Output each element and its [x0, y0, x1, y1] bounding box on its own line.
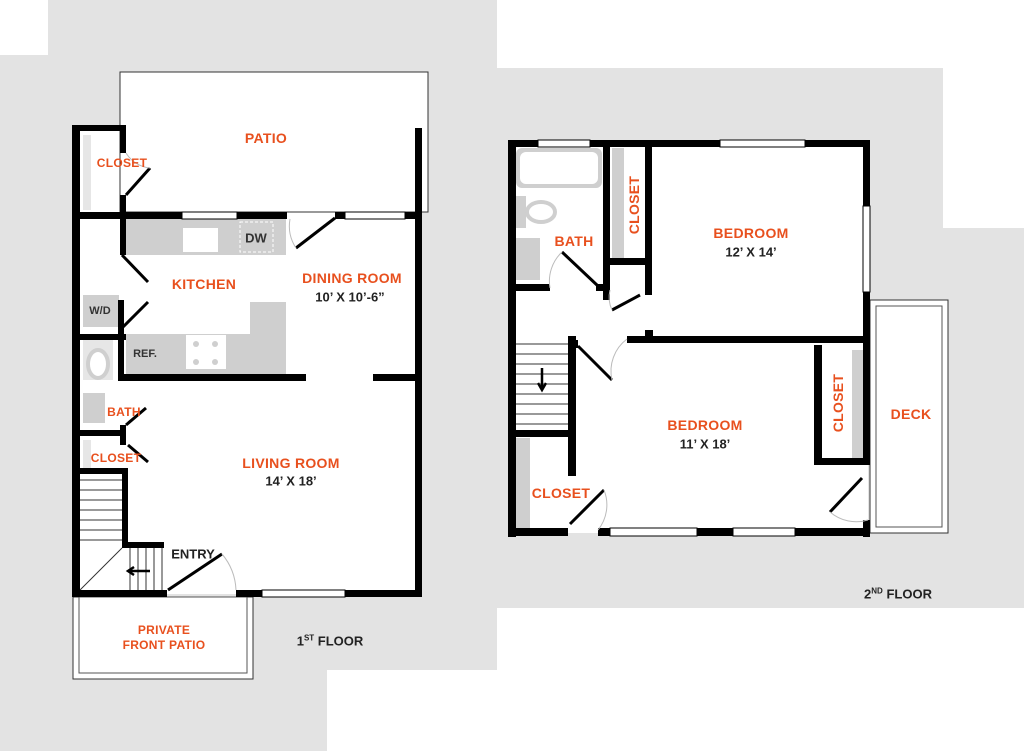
fixture-label-dishwasher: DW [245, 230, 267, 246]
fixture-label-washer-dryer: W/D [89, 305, 111, 317]
second-floor-title: 2ND FLOOR [864, 586, 932, 601]
room-label-private-front-patio-line2: FRONT PATIO [122, 638, 206, 652]
bedroom-dimensions: 12’ X 14’ [725, 244, 777, 260]
room-label-patio: PATIO [244, 130, 288, 146]
room-label-bedroom: BEDROOM [713, 225, 789, 241]
room-label-closet: CLOSET [96, 156, 148, 170]
first-floor-plan [72, 71, 429, 680]
patio-area [119, 71, 429, 213]
room-label-living-room: LIVING ROOM [242, 455, 340, 471]
dining-room-dimensions: 10’ X 10’-6” [315, 289, 385, 305]
room-label-dining-room: DINING ROOM [302, 270, 402, 286]
stair-arrow-icon [125, 565, 150, 577]
front-patio-area [72, 596, 254, 680]
room-label-deck: DECK [890, 406, 932, 422]
floor-word: FLOOR [886, 586, 932, 602]
room-label-closet: CLOSET [626, 175, 642, 235]
entry-label: ENTRY [171, 546, 215, 562]
floor-word: FLOOR [317, 633, 364, 649]
floor-ordinal: ST [303, 633, 315, 643]
room-label-kitchen: KITCHEN [171, 276, 237, 292]
fixture-label-refrigerator: REF. [133, 348, 157, 360]
deck-area [869, 299, 949, 534]
room-label-bath: BATH [554, 233, 594, 249]
room-label-closet: CLOSET [90, 451, 142, 465]
first-floor-title: 1ST FLOOR [297, 633, 364, 648]
room-label-closet: CLOSET [830, 373, 846, 433]
room-label-bath: BATH [107, 405, 141, 419]
floor-number: 2 [864, 586, 872, 602]
room-label-bedroom: BEDROOM [667, 417, 743, 433]
living-room-dimensions: 14’ X 18’ [265, 473, 317, 489]
floor-ordinal: ND [871, 586, 883, 596]
room-label-private-front-patio-line1: PRIVATE [137, 623, 191, 637]
second-floor-plan [508, 139, 949, 537]
room-label-closet: CLOSET [531, 485, 591, 501]
floor-number: 1 [296, 633, 304, 649]
bedroom-dimensions: 11’ X 18’ [679, 436, 731, 452]
stair-arrow-icon [536, 368, 548, 393]
